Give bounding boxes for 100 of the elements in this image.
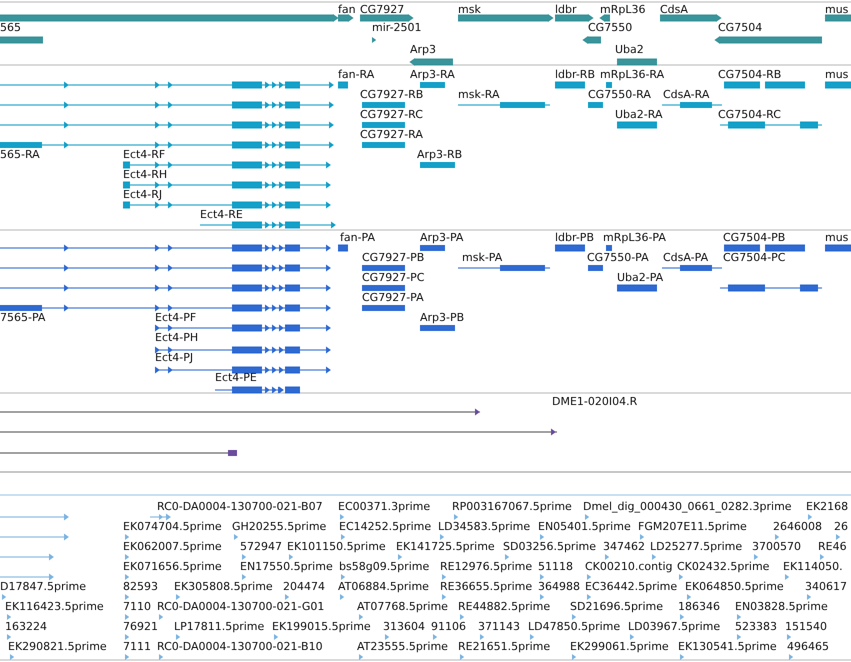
feature-label: RE36655.5prime — [440, 580, 532, 593]
feature-label: 91106 — [431, 620, 466, 633]
gene-label: Ect4-RJ — [123, 188, 162, 201]
feature-label: 347462 — [603, 540, 645, 553]
feature-label: RE44882.5prime — [458, 600, 550, 613]
gene-label: DME1-020I04.R — [552, 395, 638, 408]
feature-label: EK101150.5prime — [287, 540, 386, 553]
gene-label: ldbr-RB — [555, 68, 595, 81]
feature-label: 496465 — [787, 640, 829, 653]
feature-label: FGM207E11.5prime — [638, 520, 747, 533]
feature-label: 51118 — [538, 560, 573, 573]
feature-label: 7111 — [123, 640, 151, 653]
gene-label: 565-RA — [0, 148, 40, 161]
gene-label: mRpL36-PA — [603, 231, 666, 244]
feature-label: EK141725.5prime — [396, 540, 495, 553]
gene-label: ldbr-PB — [555, 231, 594, 244]
gene-label: 565 — [0, 21, 21, 34]
feature-label: 2646008 — [773, 520, 822, 533]
feature-label: 364988 — [538, 580, 580, 593]
gene-label: CdsA-PA — [663, 251, 708, 264]
feature-label: EC36442.5prime — [585, 580, 678, 593]
gene-label: CG7550 — [588, 21, 632, 34]
gene-label: Ect4-RE — [200, 208, 243, 221]
feature-label: D17847.5prime — [0, 580, 86, 593]
gene-label: Uba2 — [615, 43, 644, 56]
gene-label: CG7927-PA — [362, 291, 424, 304]
feature-label: EK116423.5prime — [5, 600, 104, 613]
gene-label: Ect4-PJ — [155, 351, 194, 364]
gene-label: mir-2501 — [372, 21, 422, 34]
feature-label: SD03256.5prime — [503, 540, 596, 553]
gene-label: Arp3-RB — [417, 148, 462, 161]
gene-label: CdsA-RA — [663, 88, 710, 101]
gene-label: Uba2-RA — [615, 108, 662, 121]
feature-label: LD03967.5prime — [628, 620, 720, 633]
feature-label: AT23555.5prime — [357, 640, 448, 653]
gene-label: CG7504-RB — [718, 68, 782, 81]
gene-label: msk — [458, 3, 481, 16]
gene-label: Arp3-PA — [420, 231, 464, 244]
feature-label: 186346 — [678, 600, 720, 613]
feature-label: EK074704.5prime — [123, 520, 222, 533]
feature-label: 163224 — [5, 620, 47, 633]
feature-label: 82593 — [123, 580, 158, 593]
gene-label: CG7550-RA — [588, 88, 651, 101]
feature-label: Dmel_dig_000430_0661_0282.3prime — [583, 500, 792, 513]
feature-label: 340617 — [805, 580, 847, 593]
feature-label: RE21651.5prime — [458, 640, 550, 653]
feature-label: EC14252.5prime — [339, 520, 432, 533]
feature-label: RE12976.5prime — [440, 560, 532, 573]
feature-label: AT06884.5prime — [338, 580, 429, 593]
gene-label: CG7927-RB — [360, 88, 424, 101]
feature-label: AT07768.5prime — [357, 600, 448, 613]
feature-label: EK299061.5prime — [570, 640, 669, 653]
feature-label: EK114050. — [783, 560, 843, 573]
gene-label: Ect4-PE — [215, 371, 257, 384]
gene-label: mRpL36-RA — [600, 68, 664, 81]
gene-label: CG7927-PC — [362, 271, 424, 284]
feature-label: RC0-DA0004-130700-021-B07 — [157, 500, 323, 513]
gene-label: 7565-PA — [0, 311, 46, 324]
feature-label: bs58g09.5prime — [339, 560, 430, 573]
gene-label: Arp3 — [410, 43, 436, 56]
feature-label: 151540 — [785, 620, 827, 633]
gene-label: CG7504-PB — [723, 231, 786, 244]
feature-label: EN03828.5prime — [735, 600, 828, 613]
feature-label: EK071656.5prime — [123, 560, 222, 573]
feature-label: 572947 — [240, 540, 282, 553]
feature-label: EK062007.5prime — [123, 540, 222, 553]
feature-label: RE46 — [818, 540, 847, 553]
feature-label: RP003167067.5prime — [452, 500, 572, 513]
gene-label: msk-RA — [458, 88, 500, 101]
gene-label: CG7504-RC — [718, 108, 781, 121]
feature-label: EN05401.5prime — [538, 520, 631, 533]
feature-label: EK2168 — [806, 500, 848, 513]
feature-label: RC0-DA0004-130700-021-B10 — [157, 640, 323, 653]
feature-label: EK290821.5prime — [8, 640, 107, 653]
feature-label: 7110 — [123, 600, 151, 613]
gene-label: msk-PA — [462, 251, 502, 264]
gene-label: CG7550-PA — [587, 251, 649, 264]
gene-label: CG7504 — [718, 21, 762, 34]
feature-label: LD25277.5prime — [650, 540, 742, 553]
gene-label: CG7927-RC — [360, 108, 423, 121]
gene-label: mus — [825, 3, 848, 16]
feature-label: EK130541.5prime — [678, 640, 777, 653]
gene-label: mus — [825, 231, 848, 244]
gene-label: mus — [825, 68, 848, 81]
feature-label: 371143 — [478, 620, 520, 633]
gene-label: fan — [338, 3, 356, 16]
feature-label: 523383 — [735, 620, 777, 633]
feature-label: 204474 — [283, 580, 325, 593]
feature-label: 313604 — [383, 620, 425, 633]
feature-label: LP17811.5prime — [174, 620, 264, 633]
feature-label: EC00371.3prime — [338, 500, 430, 513]
gene-label: fan-PA — [340, 231, 376, 244]
gene-label: Ect4-PH — [155, 331, 198, 344]
feature-label: GH20255.5prime — [232, 520, 326, 533]
gene-label: Arp3-PB — [420, 311, 464, 324]
gene-label: Ect4-RF — [123, 148, 166, 161]
gene-label: ldbr — [555, 3, 577, 16]
feature-label: EK199015.5prime — [272, 620, 371, 633]
gene-label: fan-RA — [338, 68, 374, 81]
gene-label: Arp3-RA — [410, 68, 455, 81]
